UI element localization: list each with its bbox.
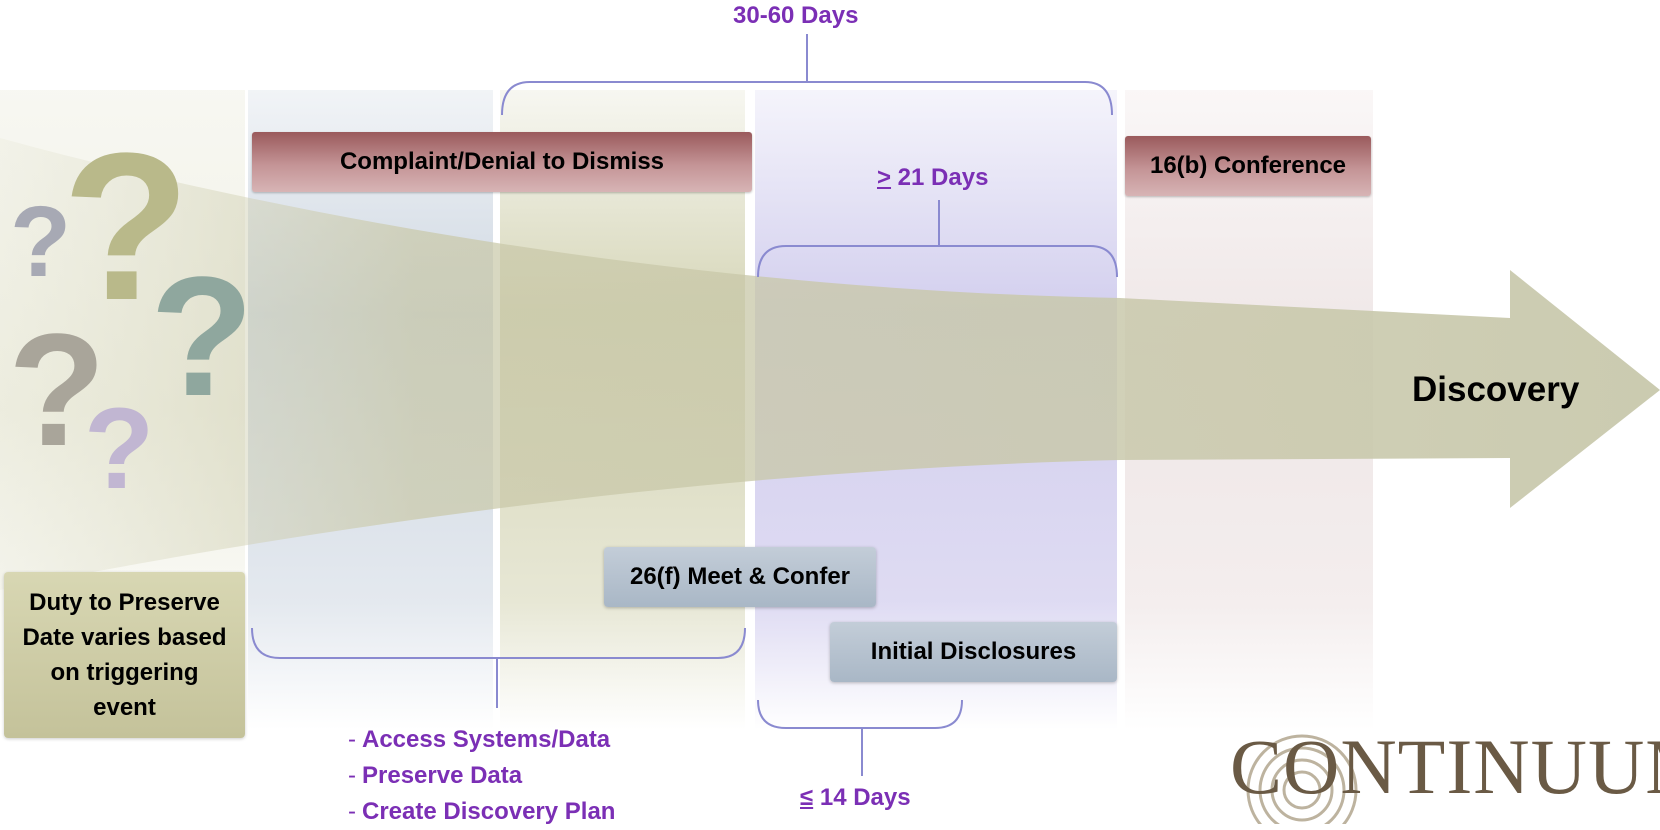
discovery-label: Discovery	[1412, 370, 1580, 409]
conference-16b-box: 16(b) Conference	[1125, 136, 1371, 196]
bracket-preservation-tasks	[251, 627, 746, 708]
bracket-14-days	[757, 699, 963, 776]
continuum-logo: CONTINUUM	[1230, 723, 1660, 810]
task-item: -Preserve Data	[348, 762, 523, 789]
label-30-60-days: 30-60 Days	[733, 2, 859, 29]
complaint-denial-box: Complaint/Denial to Dismiss	[252, 132, 752, 192]
meet-confer-26f-box: 26(f) Meet & Confer	[604, 547, 876, 607]
question-mark-icon: ?	[84, 385, 155, 513]
question-mark-icon: ?	[62, 109, 191, 344]
duty-to-preserve-box: Duty to Preserve Date varies based on tr…	[4, 572, 245, 738]
label-14-days-symbol: ≤	[800, 784, 814, 811]
question-mark-icon: ?	[150, 242, 254, 432]
duty-line-1: Duty to Preserve	[29, 589, 220, 616]
bracket-30-60-days	[501, 34, 1113, 116]
label-21-days-symbol: >	[877, 164, 892, 191]
duty-line-3: on triggering	[50, 659, 199, 686]
label-14-days-text: 14 Days	[813, 784, 911, 811]
task-text: Preserve Data	[362, 762, 523, 789]
task-text: Access Systems/Data	[362, 726, 611, 753]
label-21-days: > 21 Days	[877, 164, 988, 192]
bracket-21-days	[757, 200, 1118, 278]
question-mark-icon: ?	[8, 300, 106, 479]
task-item: -Create Discovery Plan	[348, 798, 616, 825]
label-21-days-text: 21 Days	[891, 164, 989, 191]
initial-disclosures-box: Initial Disclosures	[830, 622, 1117, 682]
duty-line-2: Date varies based	[22, 624, 227, 651]
question-mark-icon: ?	[10, 186, 72, 298]
logo-swirl-icon	[1246, 734, 1358, 824]
task-list: -Access Systems/Data -Preserve Data -Cre…	[348, 722, 615, 830]
label-14-days: ≤ 14 Days	[800, 784, 911, 812]
task-item: -Access Systems/Data	[348, 726, 611, 753]
discovery-arrow	[0, 138, 1660, 590]
task-text: Create Discovery Plan	[362, 798, 616, 825]
duty-line-4: event	[93, 694, 156, 721]
